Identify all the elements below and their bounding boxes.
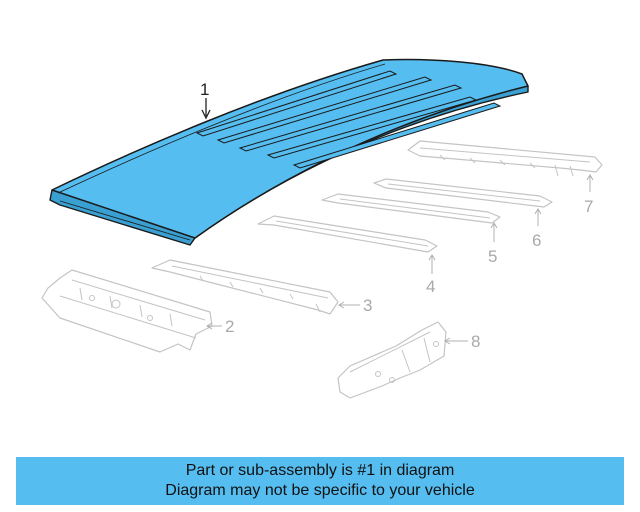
callout-6[interactable]: 6 bbox=[532, 231, 541, 250]
info-banner: Part or sub-assembly is #1 in diagram Di… bbox=[16, 457, 624, 505]
callout-3[interactable]: 3 bbox=[363, 296, 372, 315]
callout-1[interactable]: 1 bbox=[200, 80, 209, 99]
callout-7[interactable]: 7 bbox=[584, 197, 593, 216]
banner-line-disclaimer: Diagram may not be specific to your vehi… bbox=[165, 482, 475, 499]
callout-2[interactable]: 2 bbox=[225, 317, 234, 336]
part-1-roof-panel[interactable] bbox=[49, 58, 529, 246]
banner-line-part-number: Part or sub-assembly is #1 in diagram bbox=[185, 462, 455, 479]
part-7-roof-bow[interactable] bbox=[407, 140, 603, 177]
leader-lines bbox=[201, 98, 594, 345]
callout-4[interactable]: 4 bbox=[426, 277, 435, 296]
part-8-bracket[interactable] bbox=[337, 321, 447, 399]
part-2-windshield-header[interactable] bbox=[41, 269, 213, 353]
parts-diagram: 1 2 3 4 5 6 7 8 bbox=[41, 58, 603, 399]
part-5-roof-bow[interactable] bbox=[321, 193, 501, 224]
part-4-roof-bow[interactable] bbox=[257, 215, 438, 253]
callout-5[interactable]: 5 bbox=[488, 247, 497, 266]
callout-8[interactable]: 8 bbox=[471, 332, 480, 351]
part-6-roof-bow[interactable] bbox=[373, 178, 553, 208]
part-3-rear-header[interactable] bbox=[151, 259, 339, 315]
